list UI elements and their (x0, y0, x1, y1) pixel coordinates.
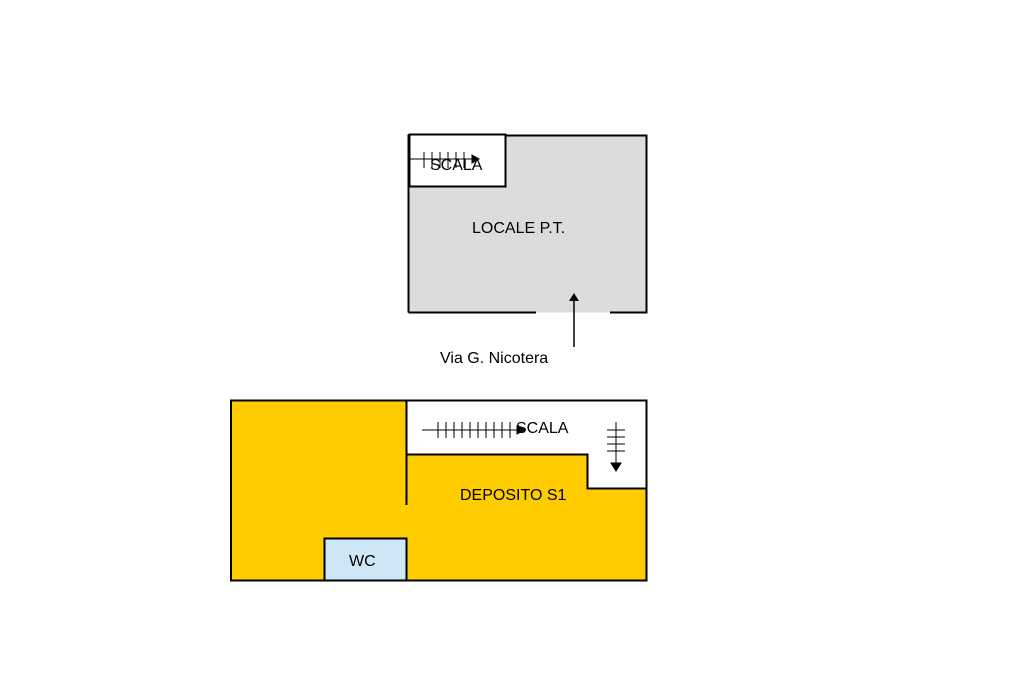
street-label: Via G. Nicotera (440, 350, 548, 367)
entrance-arrow (569, 293, 579, 347)
ground-floor-walls (407, 134, 648, 314)
ground-floor-plan: SCALA LOCALE P.T. Via G. Nicotera (407, 133, 648, 367)
basement-room-label: DEPOSITO S1 (460, 487, 567, 504)
ground-floor-stair (408, 133, 507, 188)
stair-steps-basement-vertical (607, 422, 625, 472)
stair-steps-ground (410, 152, 481, 168)
stair-steps-basement-horizontal (422, 422, 527, 438)
wc-room (323, 537, 408, 582)
ground-stair-label: SCALA (430, 157, 483, 174)
wc-label: WC (349, 553, 376, 570)
basement-stair-label: SCALA (516, 420, 569, 437)
basement-plan: SCALA DEPOSITO S1 WC (230, 399, 648, 582)
ground-room-label: LOCALE P.T. (472, 220, 565, 237)
